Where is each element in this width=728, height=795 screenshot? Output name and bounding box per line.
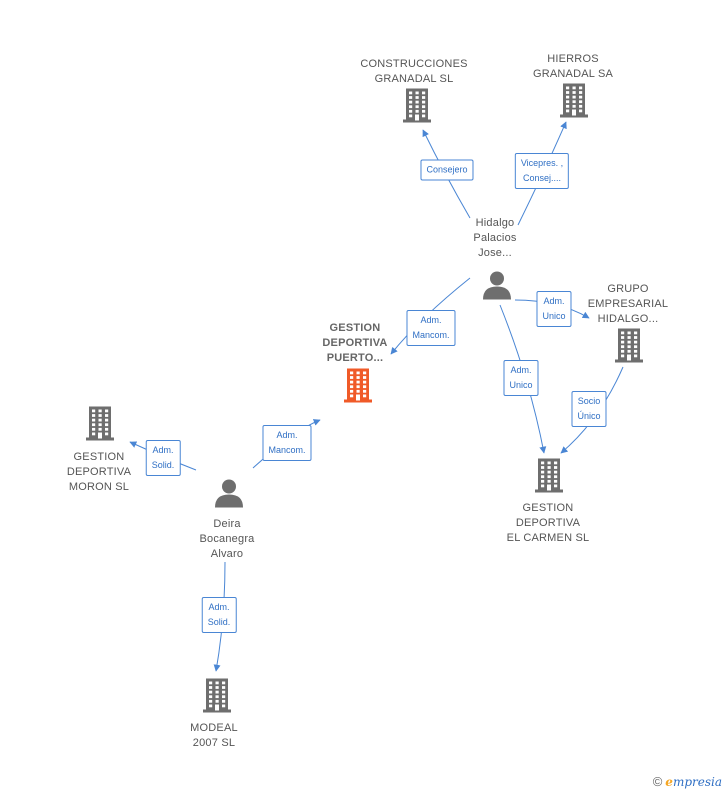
deira-person-icon[interactable] [214, 478, 244, 513]
edge-label-e2[interactable]: Vicepres. , Consej.... [514, 153, 570, 189]
hidalgo-label[interactable]: Hidalgo Palacios Jose... [473, 217, 517, 259]
hierros-building-icon[interactable] [559, 83, 589, 123]
modeal-building-icon[interactable] [202, 678, 232, 718]
edge-label-e7[interactable]: Adm. Mancom. [262, 425, 312, 461]
edge-label-e6[interactable]: Socio Único [571, 391, 607, 427]
edge-label-e3[interactable]: Adm. Unico [536, 291, 572, 327]
deira-label[interactable]: Deira Bocanegra Alvaro [199, 518, 255, 560]
brand-watermark[interactable]: ©empresia [653, 774, 722, 789]
copyright-symbol: © [652, 774, 663, 789]
grupo-label[interactable]: GRUPO EMPRESARIAL HIDALGO... [587, 283, 669, 325]
moron-building-icon[interactable] [85, 406, 115, 446]
moron-label[interactable]: GESTION DEPORTIVA MORON SL [66, 451, 132, 493]
modeal-label[interactable]: MODEAL 2007 SL [190, 722, 238, 749]
edge-label-e9[interactable]: Adm. Solid. [201, 597, 237, 633]
edge-label-e8[interactable]: Adm. Solid. [145, 440, 181, 476]
edge-label-e5[interactable]: Adm. Unico [503, 360, 539, 396]
edge-label-e1[interactable]: Consejero [420, 159, 474, 181]
puerto-building-icon[interactable] [343, 368, 373, 408]
carmen-label[interactable]: GESTION DEPORTIVA EL CARMEN SL [506, 502, 590, 544]
brand-logo-letter: e [665, 775, 673, 789]
construcciones-building-icon[interactable] [402, 88, 432, 128]
hidalgo-person-icon[interactable] [482, 270, 512, 305]
carmen-building-icon[interactable] [534, 458, 564, 498]
grupo-building-icon[interactable] [614, 328, 644, 368]
puerto-label[interactable]: GESTION DEPORTIVA PUERTO... [322, 322, 388, 364]
brand-logo-text: mpresia [672, 775, 722, 789]
construcciones-label[interactable]: CONSTRUCCIONES GRANADAL SL [360, 58, 468, 85]
edge-label-e4[interactable]: Adm. Mancom. [406, 310, 456, 346]
hierros-label[interactable]: HIERROS GRANADAL SA [532, 53, 614, 80]
